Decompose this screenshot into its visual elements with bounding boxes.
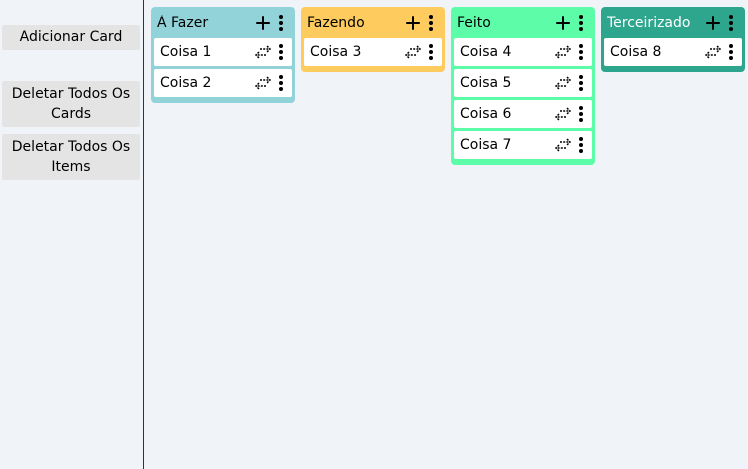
more-vertical-icon[interactable] bbox=[272, 10, 290, 36]
card-item-label: Coisa 3 bbox=[310, 44, 362, 60]
delete-all-items-button[interactable]: Deletar Todos Os Items bbox=[2, 134, 140, 180]
add-card-button[interactable]: Adicionar Card bbox=[2, 25, 140, 50]
column-title: Fazendo bbox=[307, 15, 365, 31]
plus-icon[interactable] bbox=[404, 10, 422, 36]
card-item-label: Coisa 2 bbox=[160, 75, 212, 91]
card-item[interactable]: Coisa 4 bbox=[454, 38, 592, 66]
swap-arrows-icon[interactable] bbox=[702, 38, 724, 66]
more-vertical-icon[interactable] bbox=[274, 69, 288, 97]
swap-arrows-icon[interactable] bbox=[552, 131, 574, 159]
swap-arrows-icon[interactable] bbox=[402, 38, 424, 66]
card-item-label: Coisa 6 bbox=[460, 106, 512, 122]
column-title: À Fazer bbox=[157, 15, 209, 31]
more-vertical-icon[interactable] bbox=[574, 131, 588, 159]
plus-icon[interactable] bbox=[704, 10, 722, 36]
column-header: À Fazer bbox=[154, 10, 292, 36]
card-item[interactable]: Coisa 1 bbox=[154, 38, 292, 66]
more-vertical-icon[interactable] bbox=[722, 10, 740, 36]
column-title: Terceirizado bbox=[607, 15, 691, 31]
column-header: Fazendo bbox=[304, 10, 442, 36]
card-item[interactable]: Coisa 7 bbox=[454, 131, 592, 159]
column-header: Terceirizado bbox=[604, 10, 742, 36]
swap-arrows-icon[interactable] bbox=[552, 38, 574, 66]
swap-arrows-icon[interactable] bbox=[252, 69, 274, 97]
card-item-label: Coisa 5 bbox=[460, 75, 512, 91]
card-item[interactable]: Coisa 3 bbox=[304, 38, 442, 66]
more-vertical-icon[interactable] bbox=[574, 100, 588, 128]
card-item-label: Coisa 8 bbox=[610, 44, 662, 60]
card-item[interactable]: Coisa 8 bbox=[604, 38, 742, 66]
swap-arrows-icon[interactable] bbox=[552, 100, 574, 128]
more-vertical-icon[interactable] bbox=[574, 38, 588, 66]
swap-arrows-icon[interactable] bbox=[252, 38, 274, 66]
card-item[interactable]: Coisa 6 bbox=[454, 100, 592, 128]
card-item-label: Coisa 7 bbox=[460, 137, 512, 153]
more-vertical-icon[interactable] bbox=[424, 38, 438, 66]
column-header: Feito bbox=[454, 10, 592, 36]
sidebar: Adicionar Card Deletar Todos Os Cards De… bbox=[0, 0, 144, 469]
more-vertical-icon[interactable] bbox=[422, 10, 440, 36]
more-vertical-icon[interactable] bbox=[572, 10, 590, 36]
plus-icon[interactable] bbox=[554, 10, 572, 36]
swap-arrows-icon[interactable] bbox=[552, 69, 574, 97]
card-item-label: Coisa 4 bbox=[460, 44, 512, 60]
delete-all-cards-button[interactable]: Deletar Todos Os Cards bbox=[2, 81, 140, 127]
more-vertical-icon[interactable] bbox=[574, 69, 588, 97]
card-item[interactable]: Coisa 5 bbox=[454, 69, 592, 97]
plus-icon[interactable] bbox=[254, 10, 272, 36]
column-title: Feito bbox=[457, 15, 491, 31]
card-item[interactable]: Coisa 2 bbox=[154, 69, 292, 97]
more-vertical-icon[interactable] bbox=[724, 38, 738, 66]
more-vertical-icon[interactable] bbox=[274, 38, 288, 66]
card-item-label: Coisa 1 bbox=[160, 44, 212, 60]
